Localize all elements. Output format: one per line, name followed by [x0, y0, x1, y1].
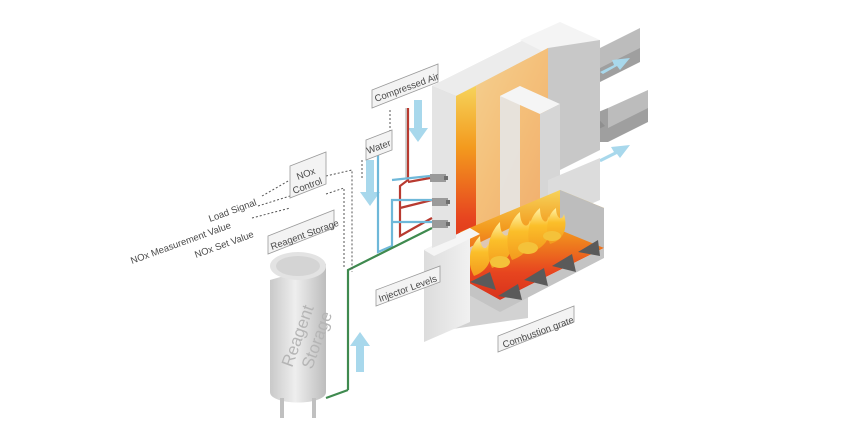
grate-tooth	[578, 240, 600, 256]
callout-boxes	[267, 63, 575, 353]
reagent-tank	[270, 252, 326, 418]
water-line	[376, 150, 432, 254]
grate-tooth	[498, 284, 522, 300]
injector-nozzle	[432, 198, 448, 206]
injector-nozzle	[430, 174, 446, 182]
exhaust-arrow-upper	[600, 58, 630, 74]
flame	[469, 236, 491, 276]
compressed-air-box	[371, 63, 439, 109]
piping	[325, 108, 433, 400]
flames	[469, 208, 566, 276]
water-down-arrow	[360, 160, 380, 206]
signal-lines	[251, 110, 391, 272]
injector-nozzles	[430, 174, 450, 228]
reagent-line	[346, 227, 433, 390]
boiler-front-wall	[424, 86, 480, 342]
nox-control-box	[289, 151, 327, 199]
exhaust-arrow-lower	[598, 145, 630, 162]
load-signal-label: Load Signal	[207, 197, 258, 225]
injector-levels-box	[375, 265, 441, 307]
grate-tooth	[524, 268, 548, 286]
combustion-grate-box	[497, 305, 575, 353]
water-box	[365, 129, 393, 161]
injector-nozzle	[432, 220, 448, 228]
air-line	[398, 108, 433, 238]
flame	[528, 208, 551, 252]
reagent-storage-box	[267, 209, 335, 255]
grate-tooth	[470, 272, 496, 290]
reagent-up-arrow	[350, 332, 370, 372]
flow-arrows	[350, 58, 630, 372]
flame	[488, 222, 513, 268]
grate-tooth	[552, 254, 576, 272]
air-down-arrow	[408, 100, 428, 142]
